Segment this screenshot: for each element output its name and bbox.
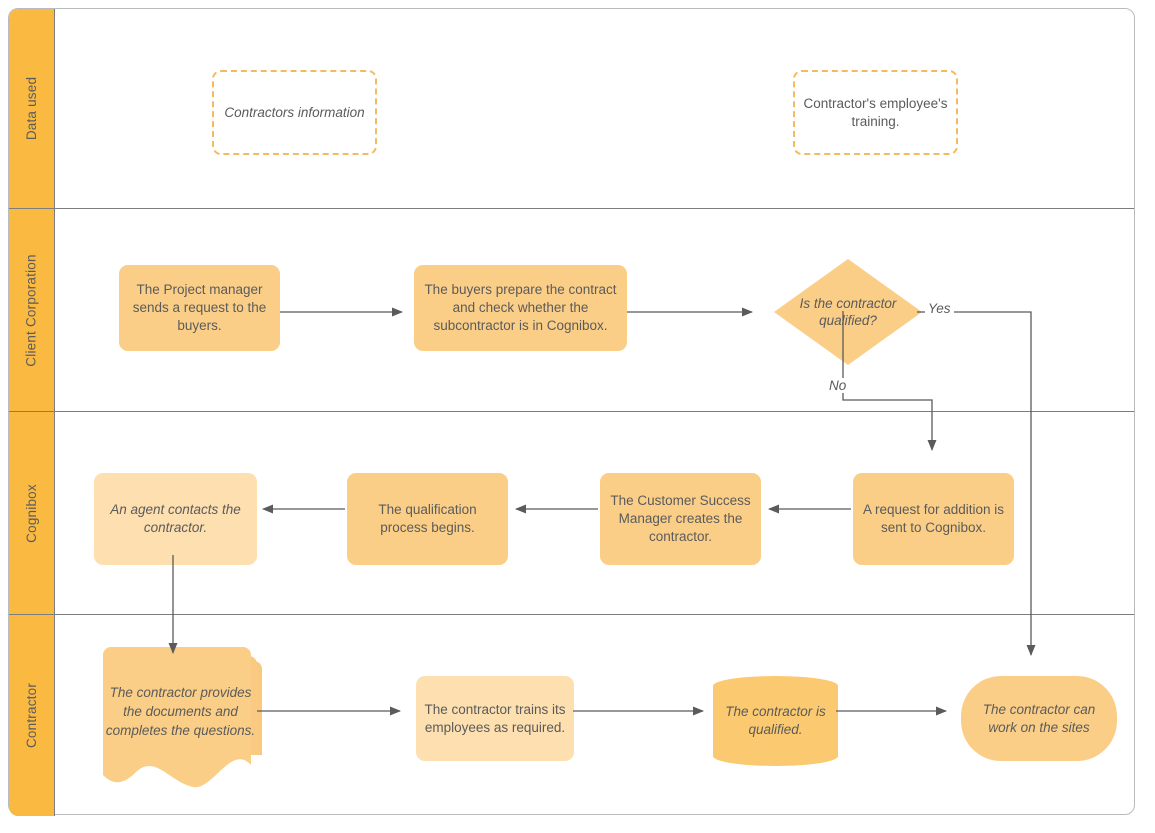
node-agent-contacts-contractor[interactable]: An agent contacts the contractor.: [94, 473, 257, 565]
node-qualification-process-begins[interactable]: The qualification process begins.: [347, 473, 508, 565]
node-contractors-employees-training[interactable]: Contractor's employee's training.: [793, 70, 958, 155]
node-label-request-for-addition: A request for addition is sent to Cognib…: [862, 502, 1005, 535]
lane-body-cognibox: An agent contacts the contractor. The qu…: [55, 412, 1134, 614]
lane-label-cognibox: Cognibox: [24, 483, 40, 543]
lane-label-data-used: Data used: [24, 76, 39, 141]
node-label-qualification-process-begins: The qualification process begins.: [378, 502, 477, 535]
lane-contractor: Contractor The contractor provides the d…: [9, 614, 1134, 816]
lane-header-contractor: Contractor: [9, 615, 55, 816]
node-project-manager-request[interactable]: The Project manager sends a request to t…: [119, 265, 280, 351]
node-label-contractor-provides-documents: The contractor provides the documents an…: [105, 684, 256, 738]
lane-body-contractor: The contractor provides the documents an…: [55, 615, 1134, 816]
lane-client-corporation: Client Corporation The Project manager s…: [9, 208, 1134, 411]
edge-label-yes: Yes: [925, 301, 954, 316]
lane-header-cognibox: Cognibox: [9, 412, 55, 614]
lane-cognibox: Cognibox An agent contacts the contracto…: [9, 411, 1134, 614]
node-request-for-addition[interactable]: A request for addition is sent to Cognib…: [853, 473, 1014, 565]
edge-label-no: No: [826, 378, 850, 393]
node-label-agent-contacts-contractor: An agent contacts the contractor.: [110, 502, 241, 535]
multi-document-shape: [103, 647, 262, 788]
node-label-is-contractor-qualified: Is the contractor qualified?: [799, 296, 897, 328]
node-buyers-prepare-contract[interactable]: The buyers prepare the contract and chec…: [414, 265, 627, 351]
lane-data-used: Data used Contractors information Contra…: [9, 9, 1134, 208]
node-contractors-information[interactable]: Contractors information: [212, 70, 377, 155]
node-label-contractor-is-qualified: The contractor is qualified.: [725, 704, 826, 737]
lane-header-data-used: Data used: [9, 9, 55, 208]
lane-body-data-used: Contractors information Contractor's emp…: [55, 9, 1134, 208]
node-contractor-provides-documents[interactable]: The contractor provides the documents an…: [95, 639, 270, 794]
swimlane-diagram: Data used Contractors information Contra…: [8, 8, 1135, 816]
node-label-csm-creates-contractor: The Customer Success Manager creates the…: [610, 493, 751, 544]
cylinder-shape: [713, 676, 838, 766]
node-label-project-manager-request: The Project manager sends a request to t…: [132, 282, 267, 333]
node-label-contractors-employees-training: Contractor's employee's training.: [803, 95, 948, 129]
lane-body-client-corporation: The Project manager sends a request to t…: [55, 209, 1134, 411]
node-label-contractor-trains-employees: The contractor trains its employees as r…: [424, 701, 566, 735]
node-label-buyers-prepare-contract: The buyers prepare the contract and chec…: [424, 282, 617, 333]
lane-header-client-corporation: Client Corporation: [9, 209, 55, 411]
node-label-contractor-can-work: The contractor can work on the sites: [982, 701, 1096, 735]
node-is-contractor-qualified[interactable]: Is the contractor qualified?: [772, 257, 924, 367]
lane-label-contractor: Contractor: [24, 682, 39, 749]
node-csm-creates-contractor[interactable]: The Customer Success Manager creates the…: [600, 473, 761, 565]
node-contractor-is-qualified[interactable]: The contractor is qualified.: [713, 676, 838, 766]
node-contractor-trains-employees[interactable]: The contractor trains its employees as r…: [416, 676, 574, 761]
node-label-contractors-information: Contractors information: [224, 104, 365, 120]
lane-label-client-corporation: Client Corporation: [24, 253, 39, 367]
node-contractor-can-work[interactable]: The contractor can work on the sites: [961, 676, 1117, 761]
